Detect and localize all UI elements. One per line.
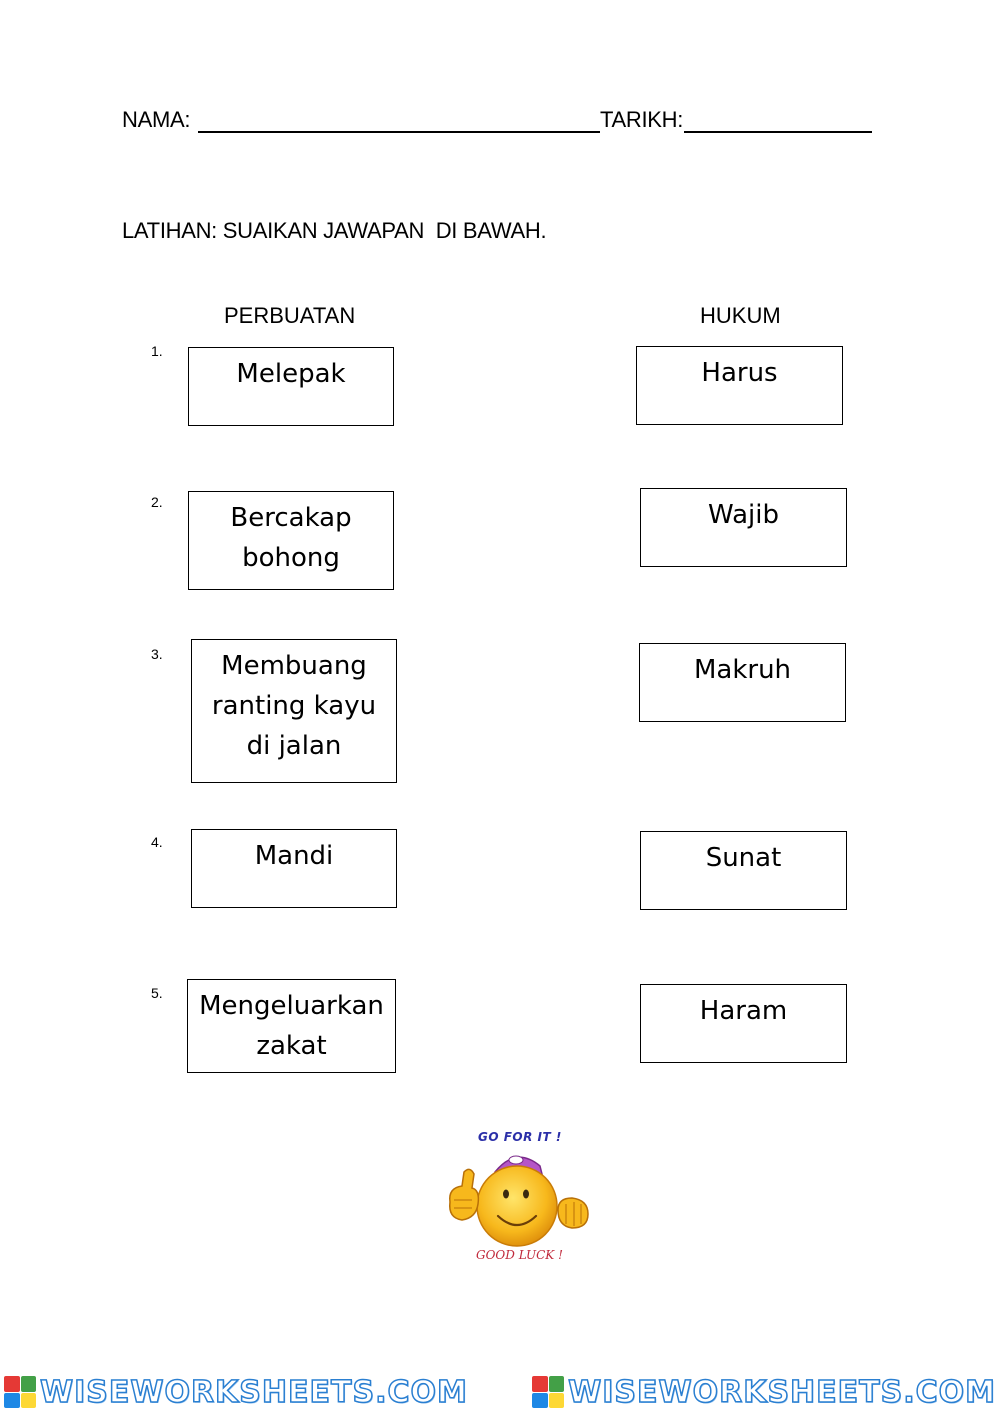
hukum-box[interactable]: Sunat <box>640 831 847 910</box>
brand-watermark: WISEWORKSHEETS.COM <box>4 1374 468 1411</box>
column-header-perbuatan: PERBUATAN <box>224 303 356 328</box>
hukum-text: Wajib <box>708 500 779 530</box>
item-number: 2. <box>151 494 163 510</box>
perbuatan-box[interactable]: Mandi <box>191 829 397 908</box>
perbuatan-box[interactable]: Melepak <box>188 347 394 426</box>
perbuatan-text: Melepak <box>236 359 346 389</box>
perbuatan-text: Bercakap bohong <box>230 503 352 573</box>
hukum-box[interactable]: Harus <box>636 346 843 425</box>
smiley-thumbs-up-icon <box>449 1155 589 1247</box>
column-header-hukum: HUKUM <box>700 303 781 328</box>
item-number: 1. <box>151 343 163 359</box>
hukum-box[interactable]: Wajib <box>640 488 847 567</box>
sticker-top-text: GO FOR IT ! <box>478 1130 562 1144</box>
perbuatan-text: Mandi <box>254 841 334 871</box>
item-number: 3. <box>151 646 163 662</box>
name-label: NAMA: <box>122 107 191 132</box>
date-label: TARIKH: <box>600 107 684 132</box>
hukum-text: Haram <box>699 996 788 1026</box>
hukum-text: Sunat <box>705 843 782 873</box>
hukum-text: Harus <box>701 358 778 388</box>
perbuatan-box[interactable]: Membuang ranting kayu di jalan <box>191 639 397 783</box>
perbuatan-box[interactable]: Bercakap bohong <box>188 491 394 590</box>
brand-text: WISEWORKSHEETS.COM <box>567 1374 996 1411</box>
hukum-box[interactable]: Makruh <box>639 643 846 722</box>
brand-logo-icon <box>532 1376 565 1408</box>
perbuatan-box[interactable]: Mengeluarkan zakat <box>187 979 396 1073</box>
name-line[interactable] <box>198 131 600 133</box>
date-line[interactable] <box>684 131 872 133</box>
sticker-bottom-text: GOOD LUCK ! <box>476 1248 563 1262</box>
brand-text: WISEWORKSHEETS.COM <box>39 1374 468 1411</box>
instruction: LATIHAN: SUAIKAN JAWAPAN DI BAWAH. <box>122 218 547 243</box>
perbuatan-text: Mengeluarkan zakat <box>199 991 384 1061</box>
hukum-text: Makruh <box>693 655 792 685</box>
item-number: 4. <box>151 834 163 850</box>
brand-logo-icon <box>4 1376 36 1408</box>
brand-watermark: WISEWORKSHEETS.COM <box>532 1374 996 1411</box>
footer-watermark: WISEWORKSHEETS.COM WISEWORKSHEETS.COM <box>0 1374 1000 1410</box>
perbuatan-text: Membuang ranting kayu di jalan <box>211 651 377 761</box>
hukum-box[interactable]: Haram <box>640 984 847 1063</box>
item-number: 5. <box>151 985 163 1001</box>
good-luck-sticker: GO FOR IT ! GOOD LUCK ! <box>440 1128 595 1268</box>
